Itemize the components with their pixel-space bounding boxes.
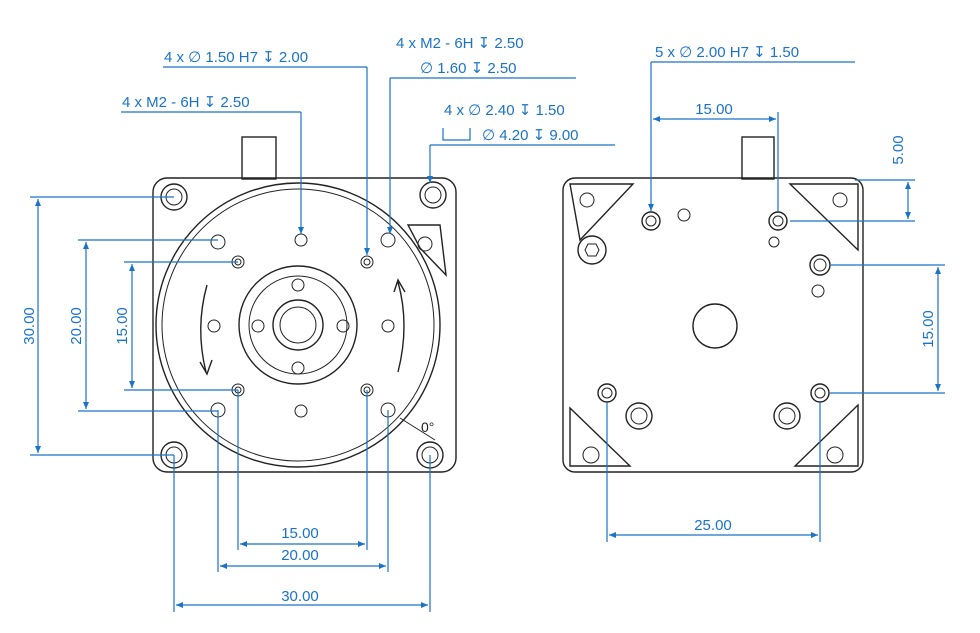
dim-rear-top-15: 15.00	[695, 101, 733, 118]
rotation-arrow-left	[200, 284, 208, 373]
rotation-arrow-right	[397, 281, 405, 373]
rear-view	[562, 136, 864, 473]
hub-hole	[291, 278, 305, 292]
pocket-bottom-right	[793, 403, 859, 467]
zero-mark-label: 0°	[421, 419, 434, 435]
front-body	[152, 177, 457, 473]
hex-socket-icon	[584, 243, 600, 257]
callout-tapped-right-1: 4 x M2 - 6H ↧ 2.50	[396, 35, 524, 52]
rear-center-bore	[692, 303, 738, 349]
pocket-bottom-left	[569, 406, 632, 467]
limit-switch-pin	[417, 236, 433, 252]
hub-hole	[291, 361, 305, 375]
zero-mark-line	[399, 417, 436, 441]
hub-outer	[238, 265, 358, 385]
front-view: 0°	[152, 136, 457, 473]
callout-cbore-1: 4 x ∅ 2.40 ↧ 1.50	[444, 102, 565, 119]
rotary-table-inner	[161, 188, 435, 462]
callout-cbore-2: ∅ 4.20 ↧ 9.00	[482, 127, 579, 144]
callout-pin-holes: 4 x ∅ 1.50 H7 ↧ 2.00	[164, 49, 308, 66]
rear-holes	[579, 192, 848, 464]
counterbore-symbol-icon	[442, 128, 471, 141]
hex-screw	[577, 235, 607, 265]
callout-tapped-right-2: ∅ 1.60 ↧ 2.50	[420, 60, 517, 77]
hub-hole	[251, 319, 265, 333]
dim-bottom-20: 20.00	[281, 547, 319, 564]
dim-left-30: 30.00	[21, 307, 38, 345]
rotation-arrowhead-right	[393, 278, 406, 293]
rear-shaft-stub	[741, 136, 775, 180]
dim-bottom-30: 30.00	[281, 588, 319, 605]
dim-bottom-15: 15.00	[281, 525, 319, 542]
center-bore-inner	[279, 306, 317, 344]
callout-tapped-left: 4 x M2 - 6H ↧ 2.50	[122, 94, 250, 111]
corner-holes	[160, 181, 447, 469]
dim-rear-bottom-25: 25.00	[694, 517, 732, 534]
dim-left-15: 15.00	[114, 307, 131, 345]
dim-rear-right-15: 15.00	[920, 310, 937, 348]
center-bore	[272, 299, 324, 351]
limit-switch	[406, 224, 447, 277]
shaft-stub	[241, 136, 277, 180]
dim-left-20: 20.00	[68, 307, 85, 345]
rotary-table	[155, 182, 441, 468]
dimensions: 30.00 20.00 15.00 15.00 20.00 30.00 4 x …	[21, 35, 945, 612]
pocket-top-left	[569, 183, 635, 242]
rotation-arrowhead-left	[199, 359, 213, 376]
dim-rear-right-5: 5.00	[890, 135, 907, 164]
hub-hole	[336, 319, 350, 333]
callout-rear-holes: 5 x ∅ 2.00 H7 ↧ 1.50	[655, 44, 799, 61]
pocket-top-right	[788, 183, 859, 252]
rear-body	[562, 177, 864, 473]
